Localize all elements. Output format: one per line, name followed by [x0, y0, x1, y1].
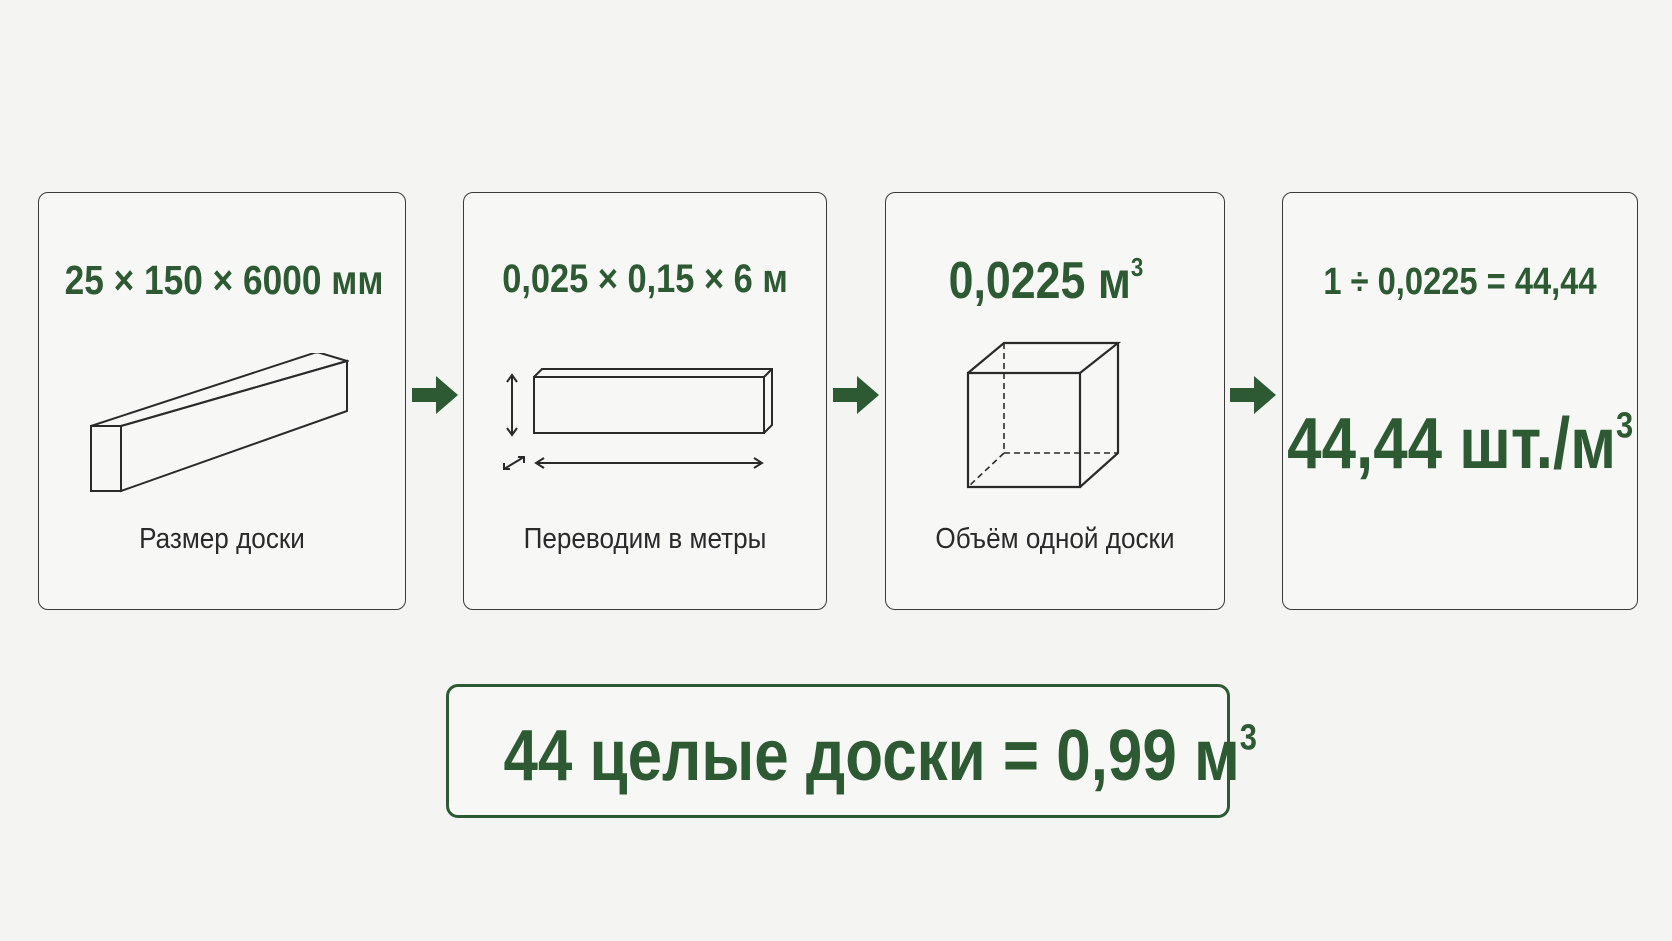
board-size-title: 25 × 150 × 6000 мм	[64, 257, 384, 303]
pieces-per-cubic-meter-result: 44,44 шт./м3	[1287, 404, 1634, 484]
step-card-convert-meters: 0,025 × 0,15 × 6 м Переводим в метры	[463, 192, 827, 610]
measured-board-icon	[503, 368, 773, 470]
step-card-pieces-per-cubic-meter: 1 ÷ 0,0225 = 44,44 44,44 шт./м3	[1282, 192, 1638, 610]
cube-icon	[966, 341, 1122, 489]
convert-meters-caption: Переводим в метры	[523, 523, 767, 555]
summary-box: 44 целые доски = 0,99 м3	[446, 684, 1258, 818]
convert-meters-title: 0,025 × 0,15 × 6 м	[502, 257, 788, 301]
arrow-right-icon	[833, 376, 879, 414]
summary-text: 44 целые доски = 0,99 м3	[503, 716, 1258, 796]
step-card-board-volume: 0,0225 м3 Объём одной доски	[885, 192, 1225, 610]
board-volume-caption: Объём одной доски	[935, 523, 1175, 555]
arrow-right-icon	[1230, 376, 1276, 414]
pieces-formula: 1 ÷ 0,0225 = 44,44	[1323, 261, 1597, 303]
step-card-board-size: 25 × 150 × 6000 мм Размер доски	[38, 192, 406, 610]
board-icon	[90, 353, 349, 493]
board-size-caption: Размер доски	[139, 523, 305, 555]
arrow-right-icon	[412, 376, 458, 414]
board-volume-title: 0,0225 м3	[948, 251, 1144, 310]
